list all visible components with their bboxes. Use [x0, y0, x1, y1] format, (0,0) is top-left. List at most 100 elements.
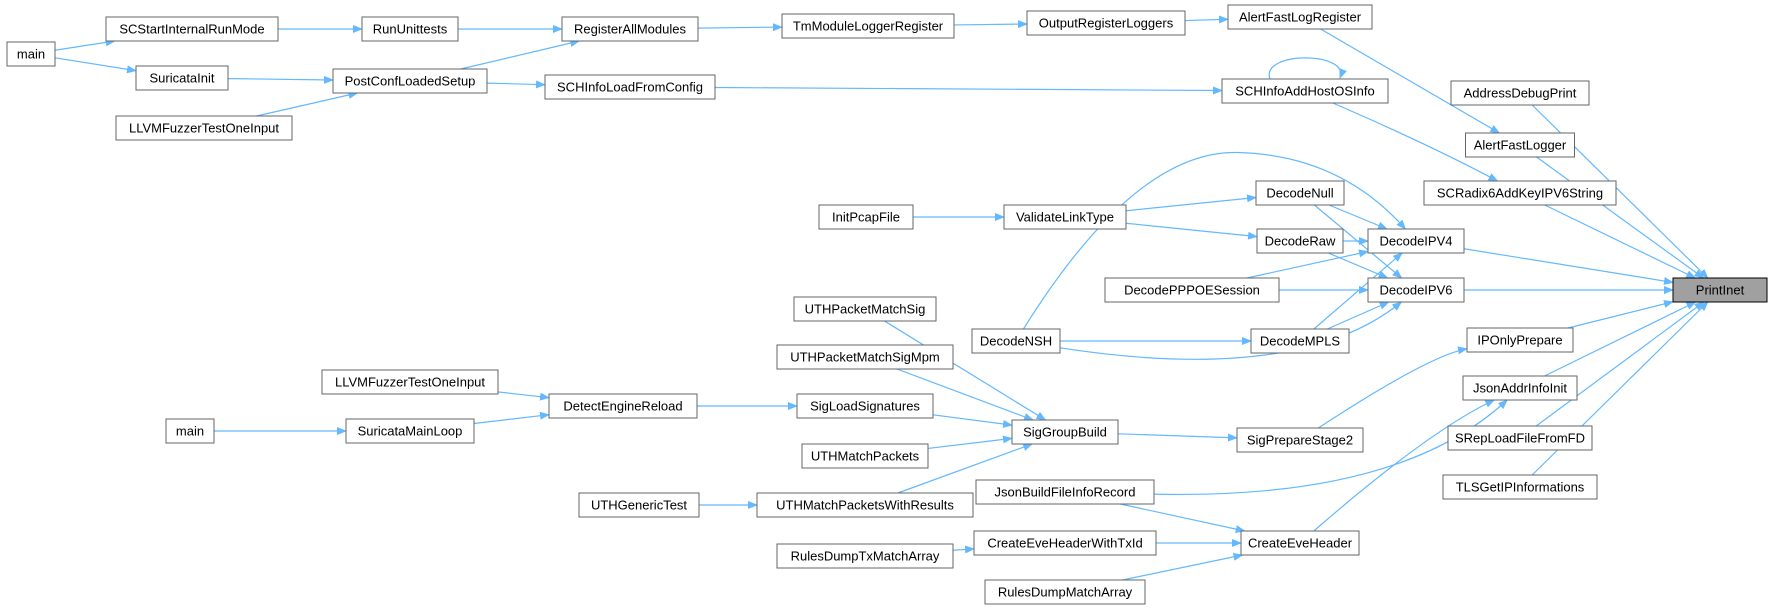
- edge-decodeipv4-to-printinet: [1463, 248, 1674, 285]
- node-label: CreateEveHeader: [1248, 536, 1353, 551]
- node-uthmatchpacketswithresults[interactable]: UTHMatchPacketsWithResults: [756, 492, 974, 518]
- node-sigpreparestage2[interactable]: SigPrepareStage2: [1236, 427, 1364, 453]
- node-tmmoduleloggerregister[interactable]: TmModuleLoggerRegister: [781, 13, 955, 39]
- edge-decodempls-to-decodeipv4: [1313, 252, 1403, 330]
- edge-line: [54, 57, 137, 74]
- edge-line: [1332, 102, 1499, 182]
- node-label: SuricataInit: [149, 71, 214, 86]
- node-addressdebugprint[interactable]: AddressDebugPrint: [1450, 80, 1590, 106]
- node-label: DetectEngineReload: [563, 399, 682, 414]
- node-decodenull[interactable]: DecodeNull: [1255, 180, 1345, 206]
- edge-tmmoduleloggerregister-to-outputregisterloggers: [953, 20, 1028, 29]
- edge-line: [1313, 252, 1403, 330]
- edge-line: [897, 443, 1034, 494]
- edge-decodensh-to-decodeipv6: [1059, 301, 1403, 360]
- node-jsonaddrinfoinit[interactable]: JsonAddrInfoInit: [1462, 375, 1578, 401]
- node-box: [1026, 10, 1186, 36]
- node-decodensh[interactable]: DecodeNSH: [971, 328, 1061, 354]
- node-schinfoloadfromconfig[interactable]: SCHInfoLoadFromConfig: [544, 74, 716, 100]
- node-scstartinternalrunmode[interactable]: SCStartInternalRunMode: [105, 16, 279, 42]
- node-label: DecodeIPV6: [1380, 283, 1453, 298]
- edge-uthmatchpackets-to-siggroupbuild: [927, 435, 1013, 450]
- node-rununittests[interactable]: RunUnittests: [361, 16, 459, 42]
- node-suricatamainloop[interactable]: SuricataMainLoop: [345, 418, 475, 444]
- node-decodempls[interactable]: DecodeMPLS: [1250, 328, 1350, 354]
- edge-iponlyprepare-to-printinet: [1567, 300, 1674, 329]
- edge-schinfoaddhostosinfo-to-schinfoaddhostosinfo: [1268, 57, 1347, 80]
- edge-line: [1313, 399, 1496, 532]
- node-uthgenerictest[interactable]: UTHGenericTest: [578, 492, 700, 518]
- node-llvmfuzzertestoneinput[interactable]: LLVMFuzzerTestOneInput: [115, 115, 293, 141]
- node-box: [781, 13, 955, 39]
- node-box: [1255, 180, 1345, 206]
- edge-line: [1117, 433, 1238, 442]
- node-decodeipv4[interactable]: DecodeIPV4: [1367, 228, 1465, 254]
- node-tlsgetipinformations[interactable]: TLSGetIPInformations: [1442, 474, 1598, 500]
- edge-line: [1125, 194, 1257, 212]
- node-box: [1104, 277, 1280, 303]
- edge-sigloadsignatures-to-siggroupbuild: [932, 414, 1013, 428]
- node-label: DecodeIPV4: [1380, 234, 1453, 249]
- node-box: [361, 16, 459, 42]
- node-suricatainit[interactable]: SuricataInit: [135, 65, 229, 91]
- edge-line: [460, 39, 581, 70]
- node-initpcapfile[interactable]: InitPcapFile: [818, 204, 914, 230]
- node-scradix6addkeyipv6string[interactable]: SCRadix6AddKeyIPV6String: [1423, 180, 1617, 206]
- edge-rulesdumpmatcharray-to-createeveheader: [1122, 552, 1244, 581]
- node-validatelinktype[interactable]: ValidateLinkType: [1003, 204, 1127, 230]
- node-uthpacketmatchsigmpm[interactable]: UTHPacketMatchSigMpm: [776, 344, 954, 370]
- node-label: SCRadix6AddKeyIPV6String: [1437, 186, 1603, 201]
- node-main[interactable]: main: [165, 418, 215, 444]
- node-alertfastlogregister[interactable]: AlertFastLogRegister: [1227, 4, 1373, 30]
- node-schinfoaddhostosinfo[interactable]: SCHInfoAddHostOSInfo: [1221, 78, 1389, 104]
- node-uthmatchpackets[interactable]: UTHMatchPackets: [801, 443, 929, 469]
- edge-line: [1327, 301, 1390, 330]
- edge-layer: [54, 15, 1709, 581]
- node-decodeipv6[interactable]: DecodeIPV6: [1367, 277, 1465, 303]
- node-box: [578, 492, 700, 518]
- node-rulesdumpmatcharray[interactable]: RulesDumpMatchArray: [984, 579, 1146, 605]
- edge-line: [1022, 151, 1407, 330]
- edge-validatelinktype-to-decoderaw: [1125, 222, 1258, 240]
- node-createeveheader[interactable]: CreateEveHeader: [1240, 530, 1360, 556]
- node-main[interactable]: main: [6, 41, 56, 67]
- node-createeveheaderwithtxid[interactable]: CreateEveHeaderWithTxId: [973, 530, 1157, 556]
- edge-line: [714, 86, 1223, 95]
- node-label: UTHPacketMatchSigMpm: [790, 350, 940, 365]
- node-registerallmodules[interactable]: RegisterAllModules: [561, 16, 699, 42]
- edge-decodensh-to-decodeipv4: [1022, 151, 1407, 330]
- edge-alertfastlogger-to-printinet: [1536, 156, 1705, 279]
- node-sigloadsignatures[interactable]: SigLoadSignatures: [796, 393, 934, 419]
- node-label: SigLoadSignatures: [810, 399, 920, 414]
- node-outputregisterloggers[interactable]: OutputRegisterLoggers: [1026, 10, 1186, 36]
- node-label: DecodeNSH: [980, 334, 1052, 349]
- edge-line: [1535, 301, 1705, 427]
- node-box: [105, 16, 279, 42]
- node-decoderaw[interactable]: DecodeRaw: [1256, 228, 1344, 254]
- node-rulesdumptxmatcharray[interactable]: RulesDumpTxMatchArray: [776, 543, 954, 569]
- node-uthpacketmatchsig[interactable]: UTHPacketMatchSig: [793, 296, 937, 322]
- edge-outputregisterloggers-to-alertfastlogregister: [1184, 15, 1229, 24]
- edge-schinfoloadfromconfig-to-schinfoaddhostosinfo: [714, 86, 1223, 95]
- node-postconfloadedsetup[interactable]: PostConfLoadedSetup: [332, 68, 488, 94]
- node-label: IPOnlyPrepare: [1477, 333, 1562, 348]
- edge-registerallmodules-to-tmmoduleloggerregister: [697, 23, 783, 32]
- node-detectenginereload[interactable]: DetectEngineReload: [548, 393, 698, 419]
- edge-line: [884, 320, 1047, 421]
- edge-line: [1184, 15, 1229, 24]
- edge-createeveheader-to-jsonaddrinfoinit: [1313, 399, 1496, 532]
- node-llvmfuzzertestoneinput[interactable]: LLVMFuzzerTestOneInput: [321, 369, 499, 395]
- node-jsonbuildfileinforecord[interactable]: JsonBuildFileInfoRecord: [975, 479, 1155, 505]
- node-sreploadfilefromfd[interactable]: SRepLoadFileFromFD: [1447, 425, 1593, 451]
- node-box: [165, 418, 215, 444]
- node-printinet[interactable]: PrintInet: [1672, 277, 1768, 303]
- edge-line: [1318, 346, 1468, 429]
- edge-line: [486, 80, 546, 89]
- node-alertfastlogger[interactable]: AlertFastLogger: [1465, 132, 1575, 158]
- node-decodepppoesession[interactable]: DecodePPPOESession: [1104, 277, 1280, 303]
- node-iponlyprepare[interactable]: IPOnlyPrepare: [1466, 327, 1574, 353]
- node-label: SCHInfoAddHostOSInfo: [1235, 84, 1374, 99]
- node-siggroupbuild[interactable]: SigGroupBuild: [1011, 419, 1119, 445]
- node-label: UTHMatchPackets: [811, 449, 920, 464]
